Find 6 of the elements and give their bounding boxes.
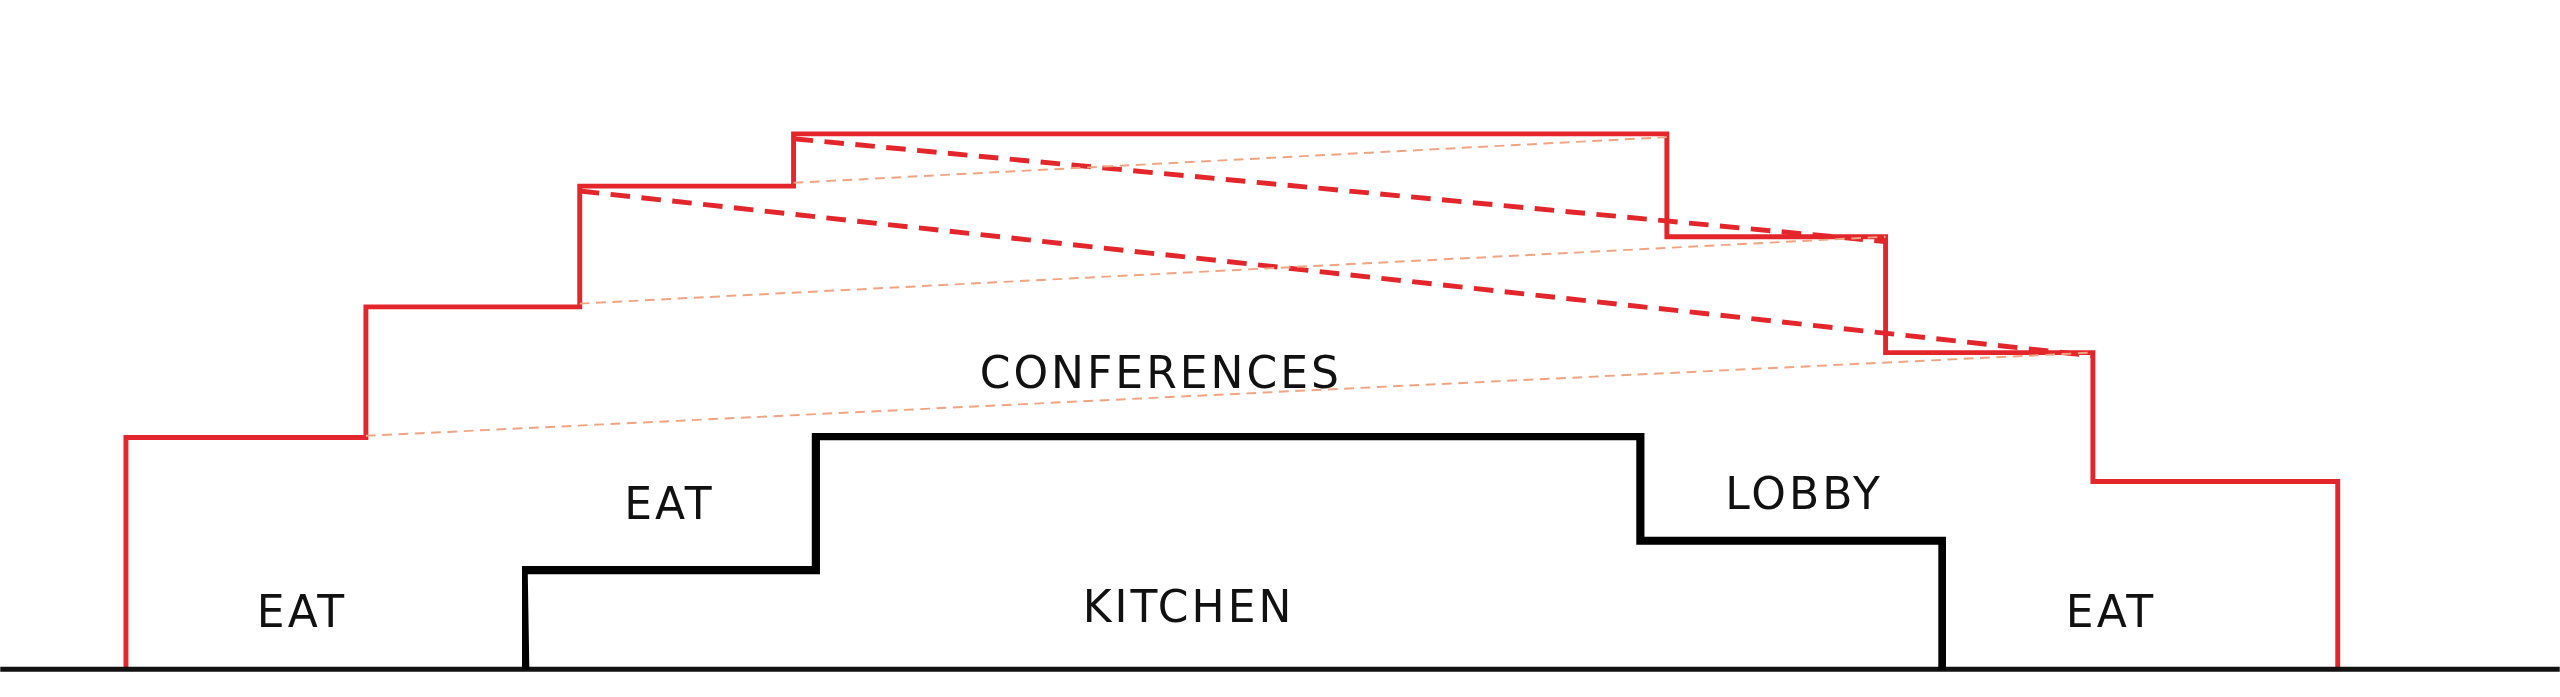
room-label: KITCHEN [1082, 580, 1295, 632]
room-label: LOBBY [1725, 467, 1883, 519]
room-label: EAT [256, 585, 348, 637]
room-label: CONFERENCES [979, 346, 1342, 398]
room-label: EAT [2065, 585, 2157, 637]
room-label: EAT [624, 477, 715, 529]
